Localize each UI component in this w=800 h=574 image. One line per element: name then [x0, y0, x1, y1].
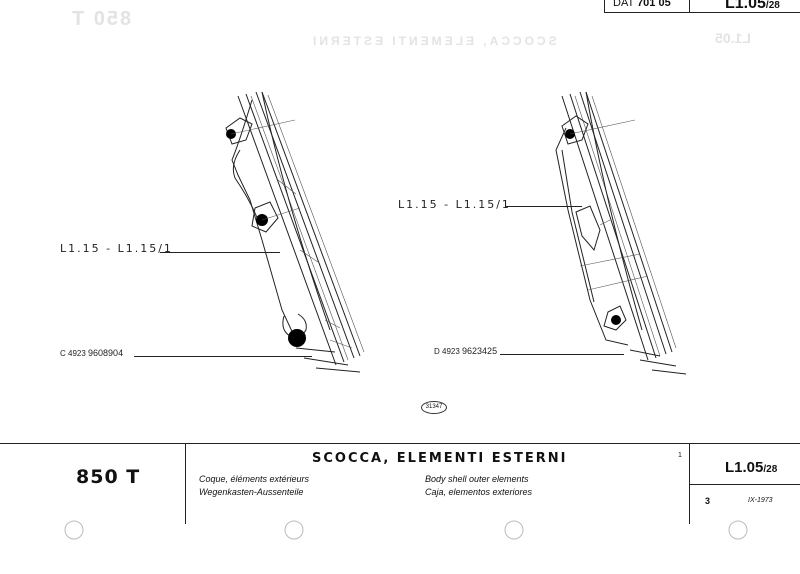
title-block-ref: L1.05/28 [725, 459, 777, 476]
left-assembly-leader [160, 252, 280, 253]
index-number: 1 [678, 452, 682, 459]
header-ref-main: L1.05 [725, 0, 766, 12]
title-english: Body shell outer elements [425, 474, 529, 484]
dat-prefix: DAT [613, 0, 634, 9]
right-part-leader [500, 354, 624, 355]
divider [689, 484, 800, 485]
left-part-value: 9608904 [88, 348, 124, 358]
left-part-leader [134, 356, 312, 357]
drawing-reference: 31347 [421, 401, 447, 414]
header-ref: L1.05/28 [725, 0, 780, 13]
left-part-number: C 4923 9608904 [60, 348, 123, 358]
title-block: 850 T SCOCCA, ELEMENTI ESTERNI Coque, él… [0, 443, 800, 524]
model-name: 850 T [76, 466, 141, 488]
sheet-number: 3 [705, 496, 711, 506]
right-part-value: 9623425 [462, 346, 498, 356]
header-reference-box: DAT 701 05 L1.05/28 [604, 0, 800, 13]
right-assembly [555, 91, 687, 375]
section-title: SCOCCA, ELEMENTI ESTERNI [312, 451, 568, 466]
right-part-number: D 4923 9623425 [434, 346, 497, 356]
title-german: Wegenkasten-Aussenteile [199, 487, 304, 497]
dat-number: 701 05 [637, 0, 671, 9]
left-assembly-label: L1.15 - L1.15/1 [60, 242, 173, 255]
left-assembly [225, 91, 365, 373]
dat-code: DAT 701 05 [613, 0, 671, 9]
left-part-prefix: C 4923 [60, 349, 86, 358]
divider [689, 0, 690, 12]
issue-date: IX-1973 [748, 497, 773, 504]
door-panel-drawing [225, 91, 687, 375]
title-spanish: Caja, elementos exteriores [425, 487, 533, 497]
right-assembly-leader [506, 206, 582, 207]
right-part-prefix: D 4923 [434, 347, 460, 356]
header-ref-sub: /28 [765, 0, 780, 11]
divider [185, 444, 186, 524]
title-ref-sub: /28 [763, 464, 778, 475]
title-french: Coque, éléments extérieurs [199, 474, 310, 484]
title-ref-main: L1.05 [725, 459, 764, 476]
right-assembly-label: L1.15 - L1.15/1 [398, 198, 511, 211]
